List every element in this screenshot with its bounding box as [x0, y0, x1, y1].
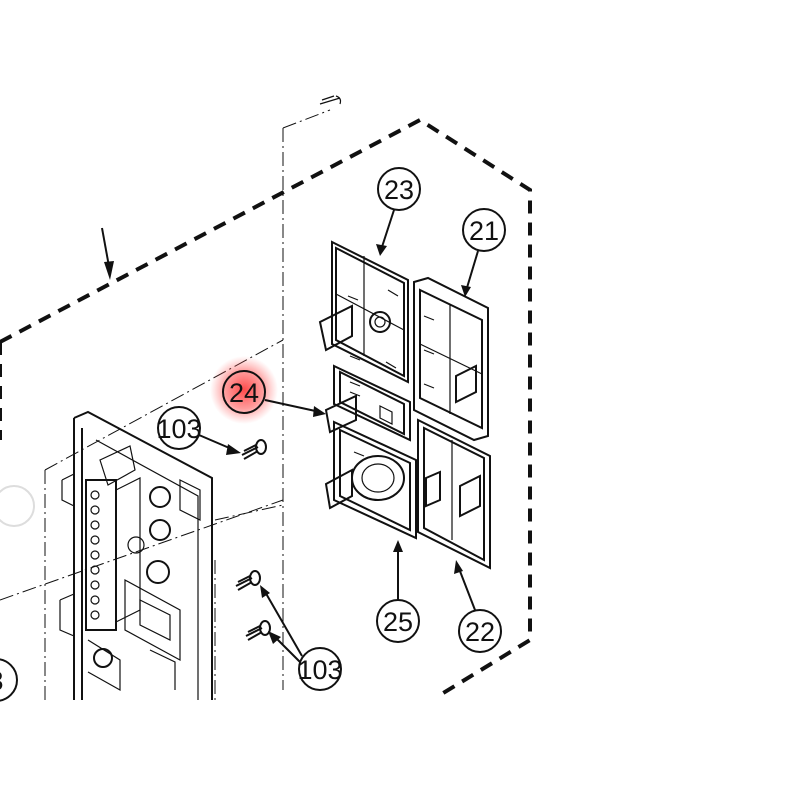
- highlight-glow: [210, 356, 278, 424]
- screw-icon: [245, 620, 271, 641]
- callout-label: 25: [383, 607, 413, 637]
- part-24-frame: [324, 364, 411, 442]
- callout-label: 22: [465, 617, 495, 647]
- callout-25: 25: [376, 540, 420, 643]
- callout-103-top: 103: [156, 406, 241, 455]
- centerline-diag-3: [214, 504, 284, 521]
- screw-icon: [235, 570, 261, 591]
- screw-icon: [241, 439, 267, 460]
- callout-label: 21: [469, 216, 499, 246]
- callout-23: 23: [376, 167, 421, 256]
- top-screw-icon: [319, 95, 342, 105]
- control-board-assembly: [0, 410, 213, 700]
- boundary-arrowhead: [104, 261, 114, 280]
- callout-103-bottom: 103: [260, 585, 343, 691]
- part-22-frame: [417, 418, 491, 570]
- callout-21: 21: [461, 208, 506, 297]
- dashed-assembly-boundary: [0, 117, 532, 697]
- callout-label: 23: [384, 175, 414, 205]
- callout-label: 3: [0, 666, 4, 696]
- callout-22: 22: [454, 560, 502, 653]
- part-25-frame: [324, 420, 417, 540]
- callout-label: 24: [229, 378, 259, 408]
- callout-label: 103: [297, 655, 342, 685]
- callout-3-partial: 3: [0, 658, 18, 702]
- centerline-top: [282, 109, 331, 129]
- part-23-frame: [318, 240, 409, 384]
- part-21-frame: [413, 276, 489, 442]
- callout-label: 103: [156, 414, 201, 444]
- callout-24: 24: [222, 370, 326, 417]
